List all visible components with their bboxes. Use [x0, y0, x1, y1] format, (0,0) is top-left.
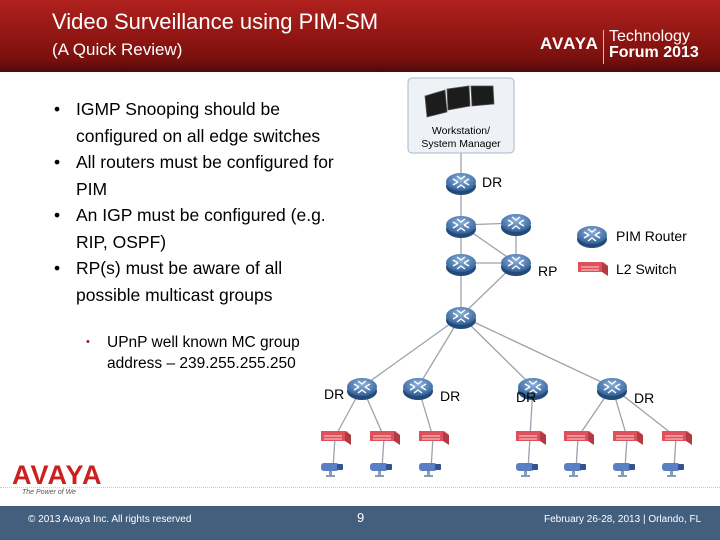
- bullet-dot: •: [54, 258, 61, 278]
- camera-icon: [419, 463, 441, 477]
- avaya-tagline: The Power of We: [22, 489, 76, 496]
- dr-label: DR: [440, 388, 461, 404]
- workstation-label: Workstation/ System Manager: [411, 125, 511, 151]
- network-links: [332, 147, 677, 470]
- page-number: 9: [357, 510, 365, 525]
- bullet-item: • IGMP Snooping should be configured on a…: [54, 96, 334, 149]
- camera-icon: [662, 463, 684, 477]
- legend-switch-icon: [577, 261, 609, 277]
- footer-copyright: © 2013 Avaya Inc. All rights reserved: [28, 514, 192, 525]
- router-icon: [402, 377, 434, 401]
- header-shade: [0, 60, 720, 72]
- router-icon: [445, 215, 477, 239]
- sub-bullet-text: UPnP well known MC group address – 239.2…: [107, 334, 300, 372]
- bullet-item: • All routers must be configured for PIM: [54, 149, 334, 202]
- router-icon: [596, 377, 628, 401]
- dr-label: DR: [516, 389, 537, 405]
- l2-switch-icon: [369, 430, 401, 446]
- brand-separator: [603, 30, 604, 64]
- bullet-item: • RP(s) must be aware of all possible mul…: [54, 255, 334, 308]
- rp-label: RP: [538, 263, 558, 279]
- camera-icon: [370, 463, 392, 477]
- router-icon: [346, 377, 378, 401]
- bullet-text: All routers must be configured for PIM: [76, 152, 334, 199]
- dr-label: DR: [324, 386, 345, 402]
- brand-logo: AVAYA: [540, 34, 599, 53]
- bullet-dot: •: [54, 205, 61, 225]
- sub-bullet-dot: •: [86, 336, 90, 348]
- bullet-dot: •: [54, 99, 61, 119]
- l2-switch-icon: [418, 430, 450, 446]
- bullet-dot: •: [54, 152, 61, 172]
- dr-top-label: DR: [482, 174, 503, 190]
- bullet-text: RP(s) must be aware of all possible mult…: [76, 258, 283, 305]
- footer-date-place: February 26-28, 2013 | Orlando, FL: [544, 514, 702, 525]
- event-name-line1: Technology: [609, 28, 690, 45]
- avaya-logo: AVAYA: [12, 460, 103, 490]
- router-icon: [500, 253, 532, 277]
- l2-switch-icon: [515, 430, 547, 446]
- l2-switch-icon: [661, 430, 693, 446]
- camera-icon: [613, 463, 635, 477]
- workstation-label-line1: Workstation/: [431, 125, 491, 137]
- bullet-list: • IGMP Snooping should be configured on a…: [54, 96, 334, 308]
- legend-router-label: PIM Router: [616, 228, 687, 244]
- slide-title: Video Surveillance using PIM-SM: [52, 9, 379, 34]
- workstation-label-line2: System Manager: [421, 138, 501, 150]
- footer-bar: [0, 506, 720, 540]
- l2-switch-icon: [563, 430, 595, 446]
- router-icon: [445, 306, 477, 330]
- bullet-text: IGMP Snooping should be configured on al…: [76, 99, 321, 146]
- slide-subtitle: (A Quick Review): [52, 40, 183, 59]
- camera-icon: [564, 463, 586, 477]
- event-name-line2: Forum 2013: [609, 44, 699, 61]
- bullet-text: An IGP must be configured (e.g. RIP, OSP…: [76, 205, 326, 252]
- sub-bullet: • UPnP well known MC group address – 239…: [86, 332, 316, 374]
- router-icon: [445, 253, 477, 277]
- header-bar: [0, 0, 720, 72]
- bullet-item: • An IGP must be configured (e.g. RIP, OS…: [54, 202, 334, 255]
- dr-label: DR: [634, 390, 655, 406]
- legend-switch-label: L2 Switch: [616, 261, 677, 277]
- l2-switch-icon: [320, 430, 352, 446]
- footer-divider: [0, 487, 720, 489]
- camera-icon: [321, 463, 343, 477]
- l2-switch-icon: [612, 430, 644, 446]
- router-icon: [500, 213, 532, 237]
- camera-icon: [516, 463, 538, 477]
- legend-router-icon: [576, 225, 608, 249]
- router-icon: [445, 172, 477, 196]
- workstation-icon: [407, 77, 515, 154]
